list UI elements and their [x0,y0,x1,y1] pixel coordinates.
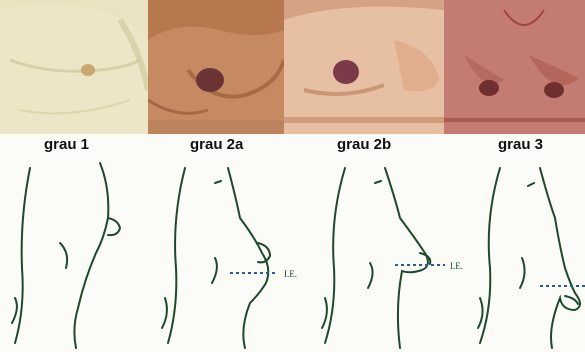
sketch-grade-2b [322,168,430,348]
grade-label-2a: grau 2a [190,136,243,153]
sketch-grade-1 [12,163,120,348]
grade-label-1: grau 1 [44,136,89,153]
photo-grade-1 [0,0,148,134]
grade-label-row: grau 1 grau 2a grau 2b grau 3 [0,134,585,160]
photo-grade-3 [444,0,585,134]
sketch-grade-3 [478,168,580,348]
grade-label-3: grau 3 [498,136,543,153]
sketch-grade-2a [162,168,270,348]
profile-sketch-row: I.E. I.E. [0,158,585,352]
grade-label-2b: grau 2b [337,136,391,153]
photo-grade-2b [284,0,444,134]
photo-grade-2a [148,0,284,134]
ie-annotation-2a: I.E. [284,269,297,279]
ie-annotation-2b: I.E. [450,261,463,271]
clinical-photo-row [0,0,585,134]
profile-sketches: I.E. I.E. [0,158,585,352]
